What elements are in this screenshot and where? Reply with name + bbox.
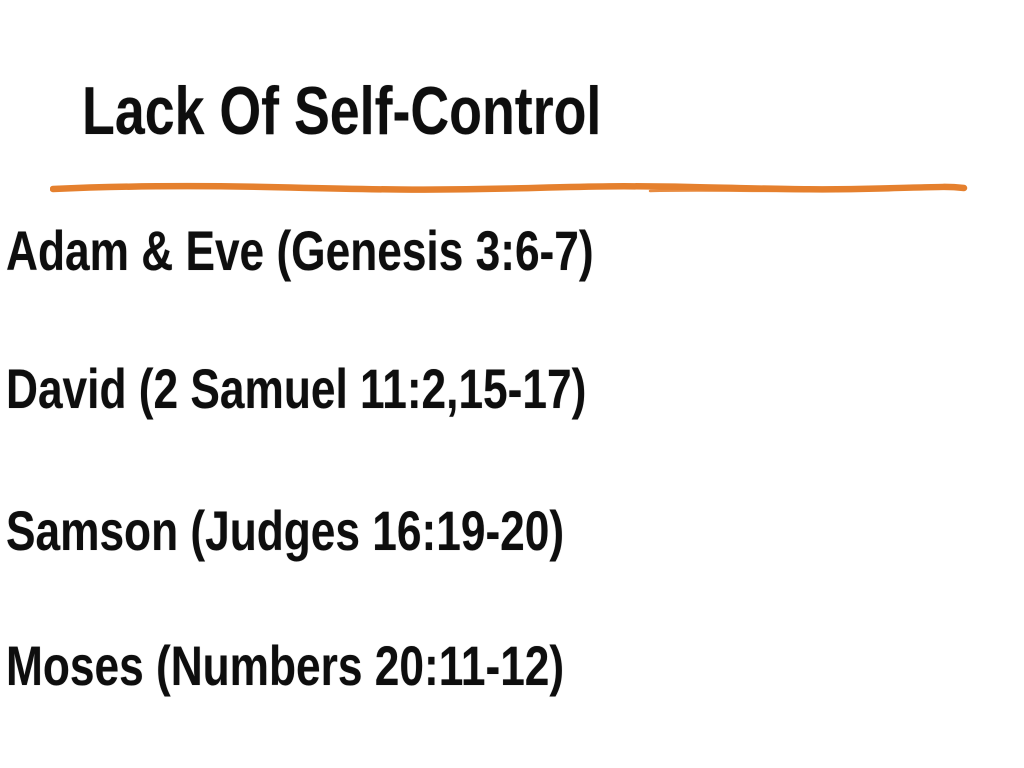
title-underline	[50, 182, 968, 193]
list-item-samson: Samson (Judges 16:19-20)	[6, 499, 565, 562]
list-item-adam-eve: Adam & Eve (Genesis 3:6-7)	[6, 219, 594, 282]
underline-stroke-secondary	[648, 189, 842, 193]
slide-title: Lack Of Self-Control	[82, 73, 602, 149]
underline-stroke	[50, 182, 968, 193]
list-item-moses: Moses (Numbers 20:11-12)	[6, 634, 565, 697]
list-item-david: David (2 Samuel 11:2,15-17)	[6, 357, 587, 420]
